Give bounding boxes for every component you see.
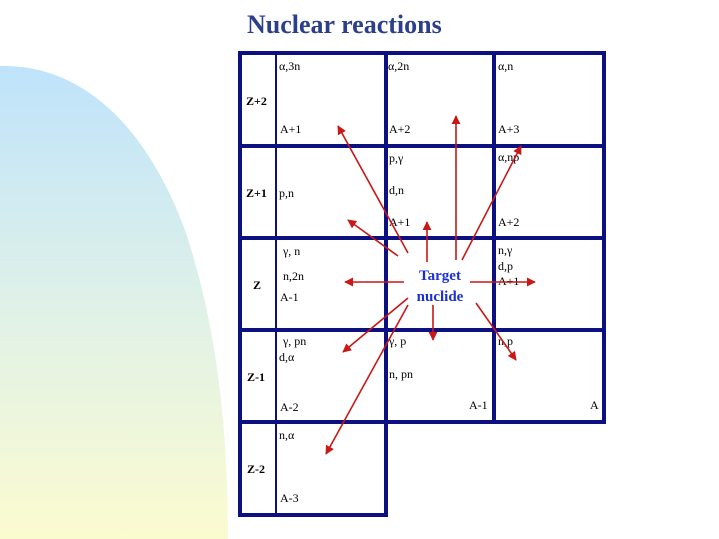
arrow-to-n-alpha <box>325 304 409 455</box>
reaction-gamma-p: γ, p <box>388 334 406 348</box>
mass-label-a-plus-3: A+3 <box>498 122 519 136</box>
reaction-gamma-n: γ, n <box>282 244 300 258</box>
reaction-n-pn: n, pn <box>389 367 413 381</box>
row-label-z: Z <box>253 278 261 292</box>
page-title: Nuclear reactions <box>247 10 442 39</box>
mass-label-a-plus-1-row2: A+1 <box>389 215 410 229</box>
mass-label-a-minus-2: A-2 <box>280 400 299 414</box>
reaction-n-2n: n,2n <box>283 269 304 283</box>
reaction-d-alpha: d,α <box>279 350 295 364</box>
arrow-to-gamma-pn <box>342 297 409 353</box>
reaction-p-gamma: p,γ <box>389 151 404 165</box>
mass-label-a: A <box>590 398 599 412</box>
row-label-z-plus-1: Z+1 <box>246 186 267 200</box>
reaction-d-p: d,p <box>498 259 513 273</box>
arrow-to-alpha-n <box>461 145 522 261</box>
mass-label-a-minus-1-row3: A-1 <box>280 290 299 304</box>
mass-label-a-minus-3: A-3 <box>280 491 299 505</box>
reaction-arrows <box>325 115 536 455</box>
reaction-n-p: n,p <box>498 334 513 348</box>
reaction-n-alpha: n,α <box>279 428 295 442</box>
target-nuclide-label-line2: nuclide <box>417 289 464 305</box>
nuclide-grid <box>238 51 606 517</box>
row-label-z-minus-2: Z-2 <box>247 462 265 476</box>
mass-label-a-plus-2-row2: A+2 <box>498 215 519 229</box>
row-label-z-plus-2: Z+2 <box>246 94 267 108</box>
reaction-alpha-2n: α,2n <box>388 59 409 73</box>
reaction-alpha-n: α,n <box>498 59 513 73</box>
arrow-to-n-p <box>475 302 517 361</box>
reaction-n-gamma: n,γ <box>498 243 513 257</box>
reaction-alpha-3n: α,3n <box>279 59 300 73</box>
arrow-to-alpha-3n <box>337 125 409 254</box>
mass-label-a-plus-1-row3: A+1 <box>498 274 519 288</box>
row-label-z-minus-1: Z-1 <box>247 370 265 384</box>
reaction-gamma-pn: γ, pn <box>282 334 306 348</box>
mass-label-a-plus-1: A+1 <box>280 122 301 136</box>
mass-label-a-minus-1: A-1 <box>469 398 488 412</box>
reaction-d-n: d,n <box>389 183 404 197</box>
target-nuclide-label-line1: Target <box>419 268 461 284</box>
reaction-p-n: p,n <box>279 186 294 200</box>
mass-label-a-plus-2: A+2 <box>389 122 410 136</box>
arrow-to-p-n <box>347 219 399 257</box>
